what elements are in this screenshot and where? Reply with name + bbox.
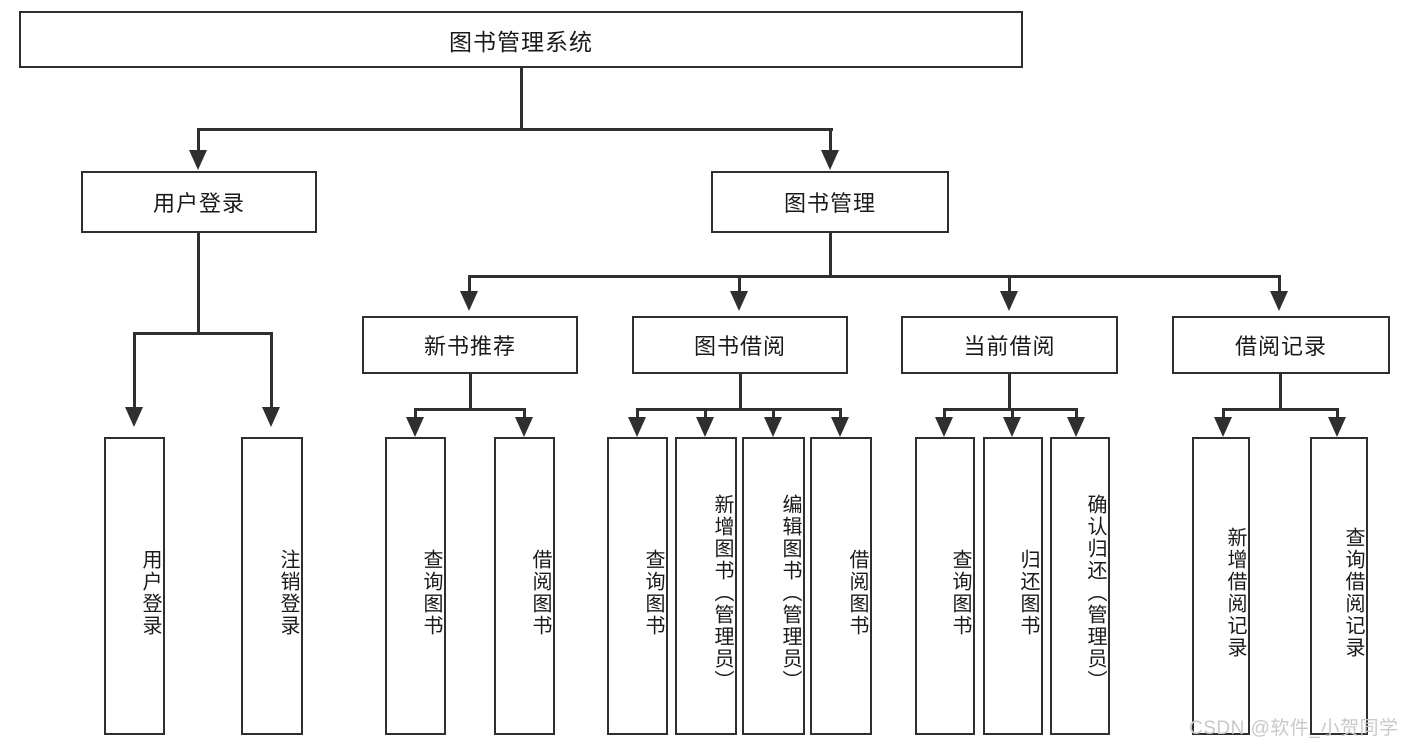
edge-nbr-drop-2	[523, 408, 526, 420]
node-book-management-label: 图书管理	[783, 191, 876, 216]
arrow-to-user-login	[189, 150, 207, 170]
edge-br-drop-2	[1336, 408, 1339, 420]
leaf-add-book-label: 新增图书（管理员）	[711, 494, 733, 692]
node-current-borrow-label: 当前借阅	[963, 334, 1056, 359]
edge-user-login-bus	[133, 332, 273, 335]
node-book-borrow[interactable]: 图书借阅	[632, 316, 848, 374]
arrow-to-leaf-return-book	[1003, 417, 1021, 437]
leaf-query-book-3[interactable]: 查询图书	[915, 437, 975, 735]
edge-bb-drop-3	[772, 408, 775, 420]
node-new-book-recommend-label: 新书推荐	[423, 334, 516, 359]
leaf-borrow-book-2-label: 借阅图书	[846, 549, 868, 637]
leaf-edit-book-label: 编辑图书（管理员）	[779, 494, 801, 692]
edge-book-management-bus	[468, 275, 1281, 278]
csdn-watermark-text: CSDN @软件_小贺同学	[1189, 718, 1399, 739]
leaf-query-book-1[interactable]: 查询图书	[385, 437, 446, 735]
arrow-to-book-borrow	[730, 291, 748, 311]
leaf-add-record[interactable]: 新增借阅记录	[1192, 437, 1250, 735]
leaf-logout-login[interactable]: 注销登录	[241, 437, 303, 735]
edge-bm-drop-4	[1278, 275, 1281, 293]
edge-cb-stem	[1008, 374, 1011, 410]
edge-book-management-stem	[829, 233, 832, 277]
edge-root-bus	[197, 128, 833, 131]
arrow-to-leaf-query-record	[1328, 417, 1346, 437]
edge-bm-drop-3	[1008, 275, 1011, 293]
arrow-to-leaf-query-book-1	[406, 417, 424, 437]
node-current-borrow[interactable]: 当前借阅	[901, 316, 1118, 374]
leaf-confirm-return[interactable]: 确认归还（管理员）	[1050, 437, 1110, 735]
leaf-query-book-2[interactable]: 查询图书	[607, 437, 668, 735]
arrow-to-borrow-record	[1270, 291, 1288, 311]
edge-br-stem	[1279, 374, 1282, 410]
edge-cb-drop-1	[943, 408, 946, 420]
leaf-add-book[interactable]: 新增图书（管理员）	[675, 437, 737, 735]
edge-bb-drop-2	[704, 408, 707, 420]
arrow-to-leaf-logout-login	[262, 407, 280, 427]
node-borrow-record-label: 借阅记录	[1234, 334, 1327, 359]
edge-user-login-left-drop	[133, 332, 136, 409]
arrow-to-current-borrow	[1000, 291, 1018, 311]
edge-cb-drop-2	[1011, 408, 1014, 420]
node-root[interactable]: 图书管理系统	[19, 11, 1023, 68]
leaf-edit-book[interactable]: 编辑图书（管理员）	[742, 437, 805, 735]
leaf-borrow-book-1-label: 借阅图书	[529, 549, 551, 637]
leaf-user-login-label: 用户登录	[139, 549, 161, 637]
arrow-to-leaf-edit-book	[764, 417, 782, 437]
edge-root-to-user-login	[197, 128, 200, 152]
leaf-return-book[interactable]: 归还图书	[983, 437, 1043, 735]
node-borrow-record[interactable]: 借阅记录	[1172, 316, 1390, 374]
leaf-query-book-2-label: 查询图书	[642, 549, 664, 637]
arrow-to-leaf-user-login	[125, 407, 143, 427]
edge-br-bus	[1222, 408, 1339, 411]
edge-nbr-stem	[469, 374, 472, 410]
leaf-query-book-1-label: 查询图书	[420, 549, 442, 637]
leaf-confirm-return-label: 确认归还（管理员）	[1084, 494, 1106, 692]
arrow-to-leaf-confirm-return	[1067, 417, 1085, 437]
csdn-watermark: CSDN @软件_小贺同学	[1189, 713, 1398, 740]
arrow-to-leaf-add-book	[696, 417, 714, 437]
leaf-query-book-3-label: 查询图书	[949, 549, 971, 637]
arrow-to-leaf-borrow-book-1	[515, 417, 533, 437]
edge-bm-drop-1	[468, 275, 471, 293]
leaf-return-book-label: 归还图书	[1017, 549, 1039, 637]
edge-nbr-bus	[414, 408, 526, 411]
leaf-borrow-book-1[interactable]: 借阅图书	[494, 437, 555, 735]
leaf-query-record[interactable]: 查询借阅记录	[1310, 437, 1368, 735]
edge-bb-bus	[636, 408, 841, 411]
edge-bb-stem	[739, 374, 742, 410]
edge-bm-drop-2	[738, 275, 741, 293]
edge-user-login-right-drop	[270, 332, 273, 409]
leaf-logout-login-label: 注销登录	[277, 549, 299, 637]
leaf-query-record-label: 查询借阅记录	[1342, 527, 1364, 659]
edge-bb-drop-1	[636, 408, 639, 420]
arrow-to-leaf-add-record	[1214, 417, 1232, 437]
edge-nbr-drop-1	[414, 408, 417, 420]
edge-cb-drop-3	[1075, 408, 1078, 420]
node-new-book-recommend[interactable]: 新书推荐	[362, 316, 578, 374]
edge-cb-bus	[943, 408, 1078, 411]
node-user-login[interactable]: 用户登录	[81, 171, 317, 233]
leaf-add-record-label: 新增借阅记录	[1224, 527, 1246, 659]
arrow-to-leaf-query-book-2	[628, 417, 646, 437]
arrow-to-book-management	[821, 150, 839, 170]
edge-root-stem	[520, 68, 523, 130]
arrow-to-leaf-borrow-book-2	[831, 417, 849, 437]
node-user-login-label: 用户登录	[152, 191, 245, 216]
edge-user-login-stem	[197, 233, 200, 334]
arrow-to-new-book-recommend	[460, 291, 478, 311]
node-book-management[interactable]: 图书管理	[711, 171, 949, 233]
arrow-to-leaf-query-book-3	[935, 417, 953, 437]
edge-br-drop-1	[1222, 408, 1225, 420]
edge-root-to-book-management	[829, 128, 832, 152]
edge-bb-drop-4	[839, 408, 842, 420]
leaf-user-login[interactable]: 用户登录	[104, 437, 165, 735]
node-root-label: 图书管理系统	[449, 28, 593, 55]
node-book-borrow-label: 图书借阅	[693, 334, 786, 359]
leaf-borrow-book-2[interactable]: 借阅图书	[810, 437, 872, 735]
